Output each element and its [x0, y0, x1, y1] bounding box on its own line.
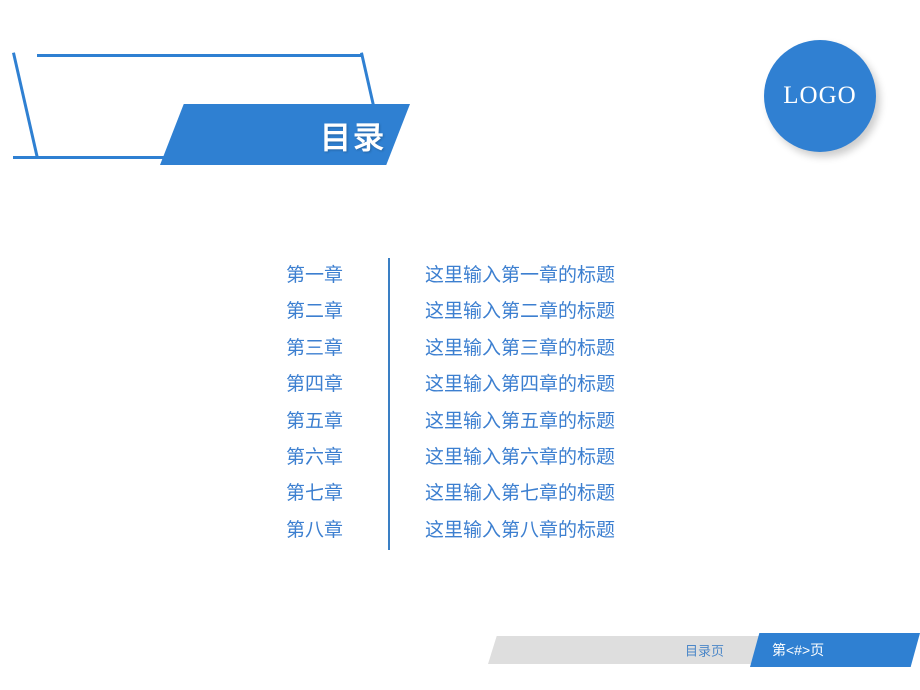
footer-page-tab[interactable]: 第<#>页: [750, 633, 920, 667]
toc-row[interactable]: 第八章 这里输入第八章的标题: [286, 513, 646, 549]
header-outline-top-edge: [37, 54, 361, 57]
toc-chapter-title: 这里输入第二章的标题: [425, 301, 616, 323]
toc-row[interactable]: 第七章 这里输入第七章的标题: [286, 476, 646, 512]
toc-chapter-number: 第一章: [286, 265, 344, 286]
toc-chapter-number: 第五章: [286, 410, 344, 432]
toc-row[interactable]: 第三章 这里输入第三章的标题: [286, 331, 646, 367]
toc-chapter-title: 这里输入第七章的标题: [425, 483, 616, 505]
toc-row[interactable]: 第二章 这里输入第二章的标题: [286, 294, 646, 330]
toc-chapter-title: 这里输入第三章的标题: [425, 337, 616, 359]
footer-page-label: 第<#>页: [772, 642, 825, 658]
toc-row[interactable]: 第五章 这里输入第五章的标题: [286, 404, 646, 440]
toc-row[interactable]: 第六章 这里输入第六章的标题: [286, 440, 646, 476]
toc-chapter-title: 这里输入第六章的标题: [425, 446, 616, 468]
toc-row[interactable]: 第一章 这里输入第一章的标题: [286, 258, 646, 294]
toc-vertical-divider: [388, 258, 390, 550]
toc-chapter-title: 这里输入第八章的标题: [425, 519, 616, 541]
footer-section-label: 目录页: [684, 643, 724, 659]
toc-chapter-title: 这里输入第四章的标题: [425, 374, 616, 396]
toc-chapter-title: 这里输入第一章的标题: [425, 265, 616, 286]
page-title: 目录: [320, 120, 386, 155]
toc-chapter-number: 第四章: [286, 374, 344, 396]
header-outline-left-edge: [12, 52, 39, 158]
toc-chapter-number: 第七章: [286, 483, 344, 505]
toc-chapter-number: 第六章: [286, 446, 344, 468]
toc-chapter-number: 第八章: [286, 519, 344, 541]
toc-chapter-number: 第二章: [286, 301, 344, 323]
footer-section-tab[interactable]: 目录页: [488, 636, 760, 664]
logo-label: LOGO: [783, 82, 857, 109]
toc-list: 第一章这里输入第一章的标题第二章这里输入第二章的标题第三章这里输入第三章的标题第…: [286, 258, 646, 549]
logo: LOGO: [764, 40, 876, 152]
toc-chapter-title: 这里输入第五章的标题: [425, 410, 616, 432]
header-title-band: 目录: [160, 104, 410, 165]
toc-row[interactable]: 第四章 这里输入第四章的标题: [286, 367, 646, 403]
toc-chapter-number: 第三章: [286, 337, 344, 359]
